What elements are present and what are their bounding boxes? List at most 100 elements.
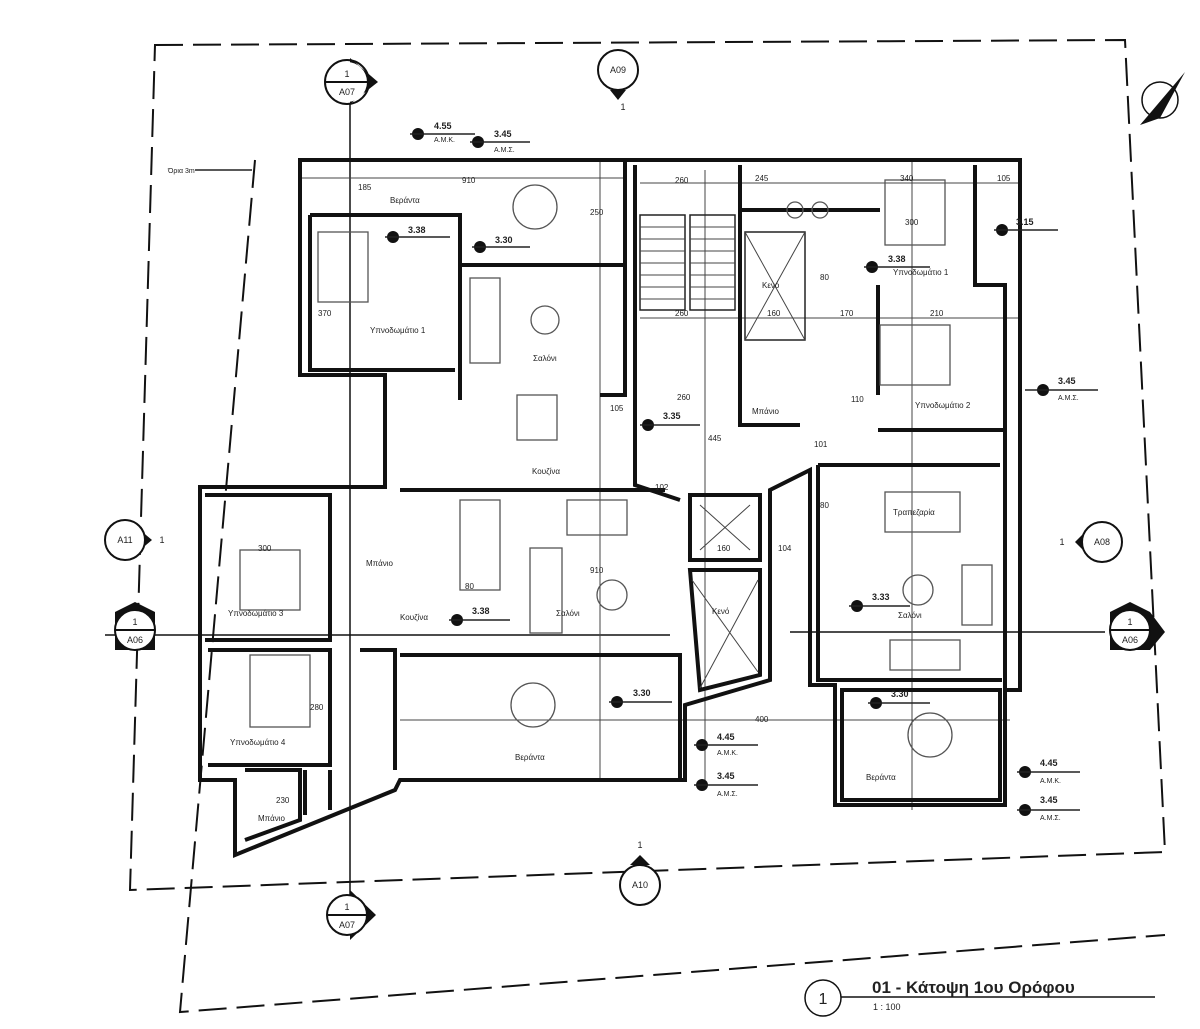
level-marker: 3.45A.M.Σ. xyxy=(694,771,758,798)
svg-text:A.M.Σ.: A.M.Σ. xyxy=(1058,395,1079,402)
svg-text:3.45: 3.45 xyxy=(717,771,735,781)
svg-text:280: 280 xyxy=(310,703,324,712)
level-marker: 4.55A.M.K. xyxy=(410,121,475,144)
title-number: 1 xyxy=(819,991,828,1008)
svg-text:A11: A11 xyxy=(117,535,132,545)
svg-text:A.M.Σ.: A.M.Σ. xyxy=(1040,815,1061,822)
svg-text:80: 80 xyxy=(465,582,474,591)
svg-text:3.30: 3.30 xyxy=(633,688,651,698)
svg-text:102: 102 xyxy=(655,483,669,492)
svg-text:1: 1 xyxy=(344,69,349,79)
section-marker-a07-bottom[interactable]: 1 A07 xyxy=(326,890,376,940)
svg-text:101: 101 xyxy=(814,440,828,449)
level-marker: 3.38 xyxy=(449,606,510,626)
level-marker: 3.38 xyxy=(864,254,930,273)
section-marker-a06-left[interactable]: 1 A06 xyxy=(114,602,156,651)
svg-text:300: 300 xyxy=(258,544,272,553)
walls xyxy=(198,158,1022,858)
room-label: Μπάνιο xyxy=(366,559,393,568)
svg-text:300: 300 xyxy=(905,218,919,227)
level-marker: 4.45A.M.K. xyxy=(694,732,758,757)
dimension-labels: 910 185 250 260 245 340 105 80 160 170 2… xyxy=(258,174,1011,805)
boundary-label: Όρια 3m xyxy=(167,168,195,175)
room-label: Σαλόνι xyxy=(533,354,557,363)
room-label: Σαλόνι xyxy=(898,611,922,620)
svg-text:260: 260 xyxy=(675,176,689,185)
svg-text:105: 105 xyxy=(997,174,1011,183)
section-marker-a11[interactable]: A11 1 xyxy=(104,519,165,561)
svg-text:445: 445 xyxy=(708,434,722,443)
svg-text:160: 160 xyxy=(767,309,781,318)
room-label: Υπνοδωμάτιο 1 xyxy=(893,268,949,277)
level-marker: 3.45A.M.Σ. xyxy=(470,129,530,154)
level-marker: 3.30 xyxy=(472,235,530,253)
title-scale: 1 : 100 xyxy=(873,1002,901,1012)
level-marker: 3.45A.M.Σ. xyxy=(1017,795,1080,822)
room-label: Κενό xyxy=(762,281,780,290)
room-label: Υπνοδωμάτιο 1 xyxy=(370,326,426,335)
svg-text:185: 185 xyxy=(358,183,372,192)
level-marker: 3.30 xyxy=(609,688,672,708)
svg-text:A07: A07 xyxy=(339,87,355,97)
svg-text:3.35: 3.35 xyxy=(663,411,681,421)
svg-text:1: 1 xyxy=(132,617,137,627)
room-label: Κουζίνα xyxy=(532,467,560,476)
setback-boundary xyxy=(178,159,1166,1014)
room-label: Τραπεζαρία xyxy=(893,508,935,517)
room-label: Βεράντα xyxy=(390,196,420,205)
svg-text:80: 80 xyxy=(820,273,829,282)
room-label: Μπάνιο xyxy=(258,814,285,823)
level-marker: 4.45A.M.K. xyxy=(1017,758,1080,785)
svg-text:1: 1 xyxy=(620,102,625,112)
svg-text:4.45: 4.45 xyxy=(1040,758,1058,768)
level-marker: 3.15 xyxy=(994,217,1058,236)
svg-text:3.30: 3.30 xyxy=(495,235,513,245)
level-markers: 4.55A.M.K. 3.45A.M.Σ. 3.38 3.30 3.15 3.3… xyxy=(385,121,1098,822)
svg-text:3.45: 3.45 xyxy=(1058,376,1076,386)
svg-text:230: 230 xyxy=(276,796,290,805)
svg-text:4.55: 4.55 xyxy=(434,121,452,131)
svg-text:260: 260 xyxy=(675,309,689,318)
svg-text:110: 110 xyxy=(851,395,864,404)
svg-text:1: 1 xyxy=(1127,617,1132,627)
drawing-title: 1 01 - Κάτοψη 1ου Ορόφου 1 : 100 xyxy=(804,978,1155,1017)
level-marker: 3.33 xyxy=(849,592,910,612)
level-marker: 3.35 xyxy=(640,411,700,431)
room-label: Κουζίνα xyxy=(400,613,428,622)
site-boundary xyxy=(128,38,1167,892)
section-marker-a09[interactable]: A09 1 xyxy=(597,49,639,112)
room-label: Μπάνιο xyxy=(752,407,779,416)
svg-text:A.M.K.: A.M.K. xyxy=(717,750,738,757)
svg-text:A.M.K.: A.M.K. xyxy=(1040,778,1061,785)
svg-text:A06: A06 xyxy=(127,635,143,645)
svg-text:A.M.K.: A.M.K. xyxy=(434,137,455,144)
svg-text:340: 340 xyxy=(900,174,914,183)
void-shafts xyxy=(691,231,806,689)
svg-text:1: 1 xyxy=(344,902,349,912)
svg-text:A06: A06 xyxy=(1122,635,1138,645)
title-name: 01 - Κάτοψη 1ου Ορόφου xyxy=(872,978,1075,997)
svg-text:910: 910 xyxy=(590,566,604,575)
svg-text:104: 104 xyxy=(778,544,792,553)
level-marker: 3.45A.M.Σ. xyxy=(1025,376,1098,402)
svg-text:A09: A09 xyxy=(610,65,626,75)
svg-text:3.38: 3.38 xyxy=(888,254,906,264)
level-marker: 3.38 xyxy=(385,225,450,243)
svg-text:3.45: 3.45 xyxy=(1040,795,1058,805)
svg-text:3.38: 3.38 xyxy=(408,225,426,235)
svg-text:210: 210 xyxy=(930,309,944,318)
svg-text:170: 170 xyxy=(840,309,854,318)
room-label: Σαλόνι xyxy=(556,609,580,618)
svg-text:400: 400 xyxy=(755,715,769,724)
room-label: Υπνοδωμάτιο 2 xyxy=(915,401,971,410)
svg-text:250: 250 xyxy=(590,208,604,217)
svg-text:910: 910 xyxy=(462,176,476,185)
section-marker-a08[interactable]: A08 1 xyxy=(1059,521,1123,563)
section-marker-a10[interactable]: 1 A10 xyxy=(619,840,661,906)
svg-text:1: 1 xyxy=(159,535,164,545)
north-arrow-icon xyxy=(1140,72,1185,125)
section-marker-a06-right[interactable]: 1 A06 xyxy=(1109,602,1165,651)
svg-text:3.45: 3.45 xyxy=(494,129,512,139)
section-marker-a07-top[interactable]: 1 A07 xyxy=(324,58,378,105)
